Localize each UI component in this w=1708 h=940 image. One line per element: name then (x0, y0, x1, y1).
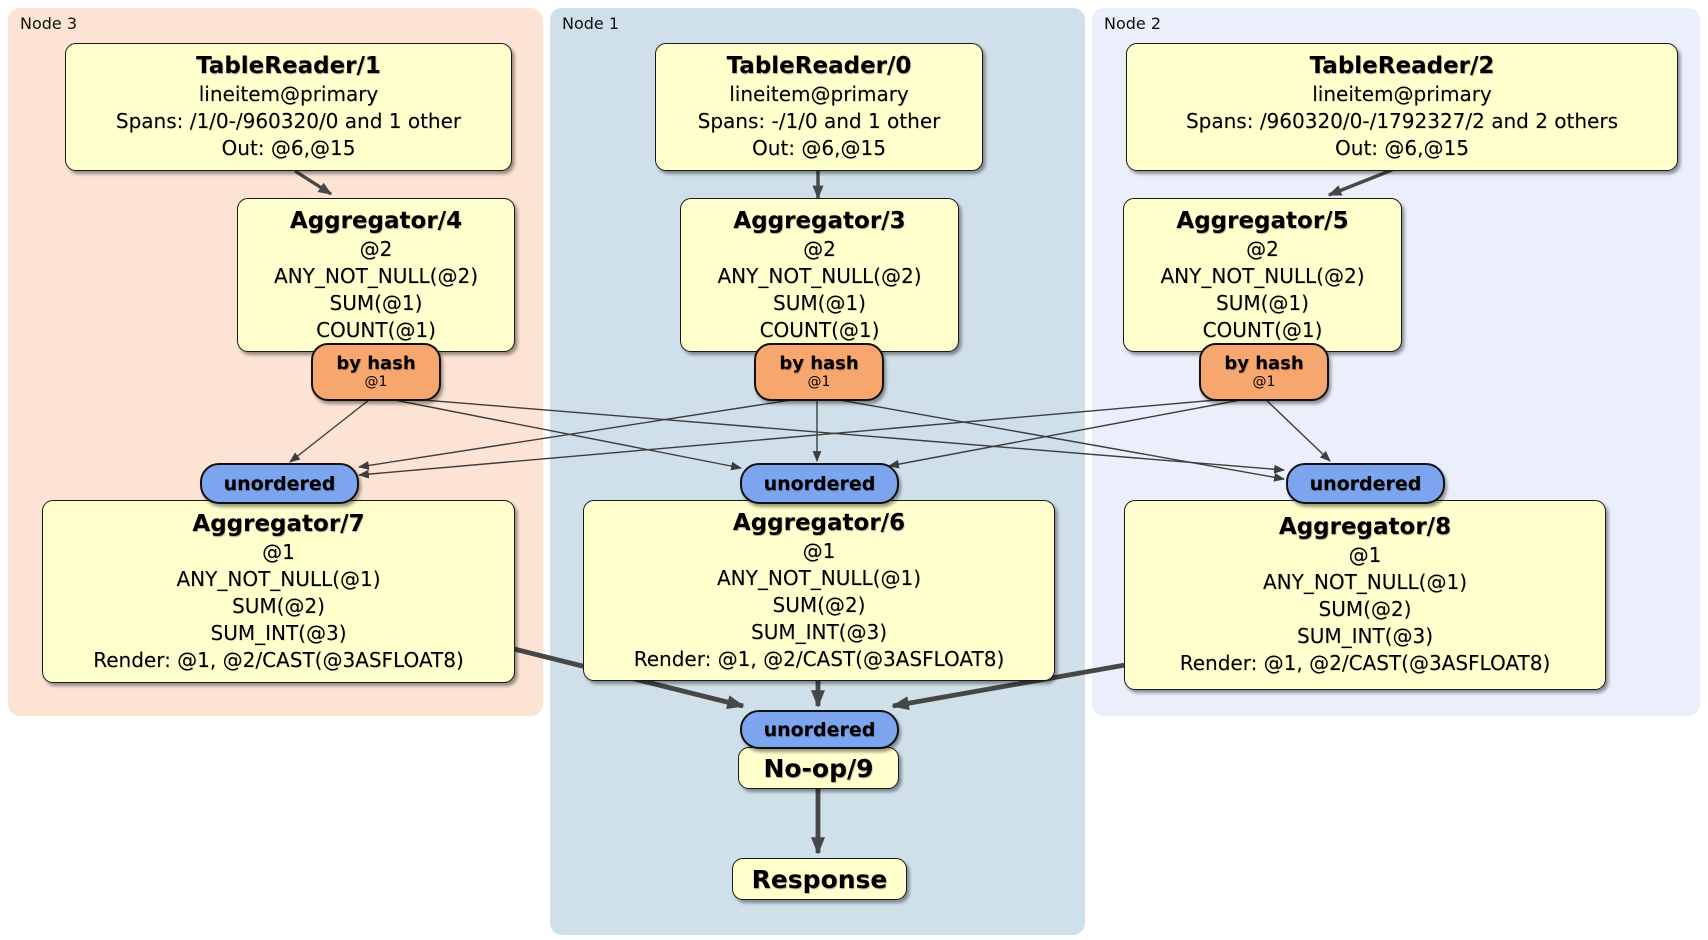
processor-noop-9: No-op/9 (738, 747, 899, 789)
router-label: by hash (779, 353, 859, 374)
processor-detail: Out: @6,@15 (752, 136, 886, 160)
edge-hash4-sync6 (373, 395, 743, 471)
processor-title: Response (751, 864, 888, 894)
processor-detail: Out: @6,@15 (1335, 136, 1469, 160)
router-detail: @1 (807, 374, 831, 390)
sync-unordered-9: unordered (740, 710, 899, 749)
processor-detail: SUM(@2) (772, 592, 866, 617)
edge-tablereader2-aggregator5 (1327, 168, 1393, 197)
router-label: by hash (1224, 353, 1304, 374)
processor-response: Response (732, 858, 907, 900)
edge-hash5-sync6 (887, 395, 1263, 469)
edge-hash5-sync7 (357, 395, 1263, 479)
processor-aggregator-6: Aggregator/6 @1 ANY_NOT_NULL(@1) SUM(@2)… (583, 500, 1055, 681)
edge-hash3-sync8 (816, 395, 1286, 482)
processor-detail: COUNT(@1) (316, 317, 436, 342)
processor-title: No-op/9 (763, 753, 874, 783)
processor-detail: ANY_NOT_NULL(@1) (176, 566, 381, 591)
router-detail: @1 (1252, 374, 1276, 390)
router-by-hash-3: by hash @1 (754, 343, 884, 401)
processor-aggregator-3: Aggregator/3 @2 ANY_NOT_NULL(@2) SUM(@1)… (680, 198, 959, 352)
processor-title: Aggregator/5 (1176, 207, 1349, 234)
processor-detail: @1 (1348, 543, 1382, 567)
processor-detail: SUM(@2) (232, 593, 325, 618)
processor-detail: @2 (1246, 236, 1279, 261)
processor-detail: SUM(@1) (773, 290, 866, 315)
processor-detail: lineitem@primary (729, 82, 909, 106)
processor-title: Aggregator/4 (289, 207, 463, 234)
region-label-node2: Node 2 (1104, 14, 1162, 33)
processor-detail: @1 (262, 539, 295, 564)
router-detail: @1 (364, 374, 388, 390)
sync-unordered-7: unordered (200, 463, 359, 504)
edge-hash5-sync8 (1261, 395, 1331, 462)
processor-title: Aggregator/8 (1278, 514, 1452, 540)
processor-detail: @1 (802, 538, 836, 563)
router-label: by hash (336, 353, 416, 374)
sync-label: unordered (1309, 472, 1422, 495)
processor-detail: lineitem@primary (198, 82, 379, 106)
processor-aggregator-4: Aggregator/4 @2 ANY_NOT_NULL(@2) SUM(@1)… (237, 198, 515, 352)
processor-detail: Render: @1, @2/CAST(@3ASFLOAT8) (93, 647, 464, 672)
processor-detail: lineitem@primary (1312, 82, 1492, 106)
router-by-hash-4: by hash @1 (311, 343, 441, 401)
processor-title: TableReader/0 (726, 53, 912, 79)
processor-aggregator-5: Aggregator/5 @2 ANY_NOT_NULL(@2) SUM(@1)… (1123, 198, 1402, 352)
processor-tablereader-0: TableReader/0 lineitem@primary Spans: -/… (655, 43, 983, 171)
processor-detail: SUM(@2) (1318, 597, 1412, 621)
processor-detail: Spans: /960320/0-/1792327/2 and 2 others (1185, 109, 1618, 133)
processor-title: Aggregator/3 (733, 207, 906, 234)
processor-tablereader-1: TableReader/1 lineitem@primary Spans: /1… (65, 43, 512, 171)
region-label-node1: Node 1 (562, 14, 620, 33)
processor-detail: SUM(@1) (1216, 290, 1309, 315)
processor-detail: ANY_NOT_NULL(@2) (1160, 263, 1365, 288)
processor-title: TableReader/1 (196, 53, 381, 79)
sync-label: unordered (223, 472, 336, 495)
processor-detail: ANY_NOT_NULL(@1) (1263, 570, 1467, 594)
processor-detail: SUM_INT(@3) (751, 619, 887, 644)
processor-detail: SUM_INT(@3) (1297, 624, 1433, 648)
router-by-hash-5: by hash @1 (1199, 343, 1329, 401)
edge-hash4-sync7 (289, 395, 375, 463)
processor-aggregator-8: Aggregator/8 @1 ANY_NOT_NULL(@1) SUM(@2)… (1124, 500, 1606, 690)
processor-detail: ANY_NOT_NULL(@1) (717, 565, 921, 590)
processor-detail: Render: @1, @2/CAST(@3ASFLOAT8) (1179, 651, 1551, 675)
processor-title: Aggregator/7 (192, 510, 365, 537)
processor-detail: SUM_INT(@3) (210, 620, 347, 645)
processor-detail: COUNT(@1) (1202, 317, 1323, 342)
region-label-node3: Node 3 (20, 14, 78, 33)
processor-detail: Spans: /1/0-/960320/0 and 1 other (115, 109, 462, 133)
edge-aggregator8-sync9 (891, 655, 1166, 711)
edge-hash3-sync7 (357, 395, 818, 470)
processor-aggregator-7: Aggregator/7 @1 ANY_NOT_NULL(@1) SUM(@2)… (42, 500, 515, 683)
processor-detail: Render: @1, @2/CAST(@3ASFLOAT8) (633, 646, 1005, 671)
processor-detail: ANY_NOT_NULL(@2) (274, 263, 478, 288)
sync-unordered-6: unordered (740, 463, 899, 504)
sync-unordered-8: unordered (1286, 463, 1445, 504)
processor-detail: ANY_NOT_NULL(@2) (717, 263, 922, 288)
edge-hash4-sync8 (373, 395, 1286, 474)
processor-title: Aggregator/6 (732, 509, 906, 536)
processor-title: TableReader/2 (1309, 53, 1495, 79)
sync-label: unordered (763, 472, 876, 495)
processor-detail: @2 (359, 236, 393, 261)
sync-label: unordered (763, 718, 876, 741)
processor-detail: Spans: -/1/0 and 1 other (697, 109, 941, 133)
processor-detail: COUNT(@1) (759, 317, 880, 342)
processor-detail: Out: @6,@15 (221, 136, 356, 160)
edge-tablereader1-aggregator4 (294, 169, 333, 196)
processor-tablereader-2: TableReader/2 lineitem@primary Spans: /9… (1126, 43, 1678, 171)
processor-detail: SUM(@1) (329, 290, 423, 315)
processor-detail: @2 (803, 236, 836, 261)
